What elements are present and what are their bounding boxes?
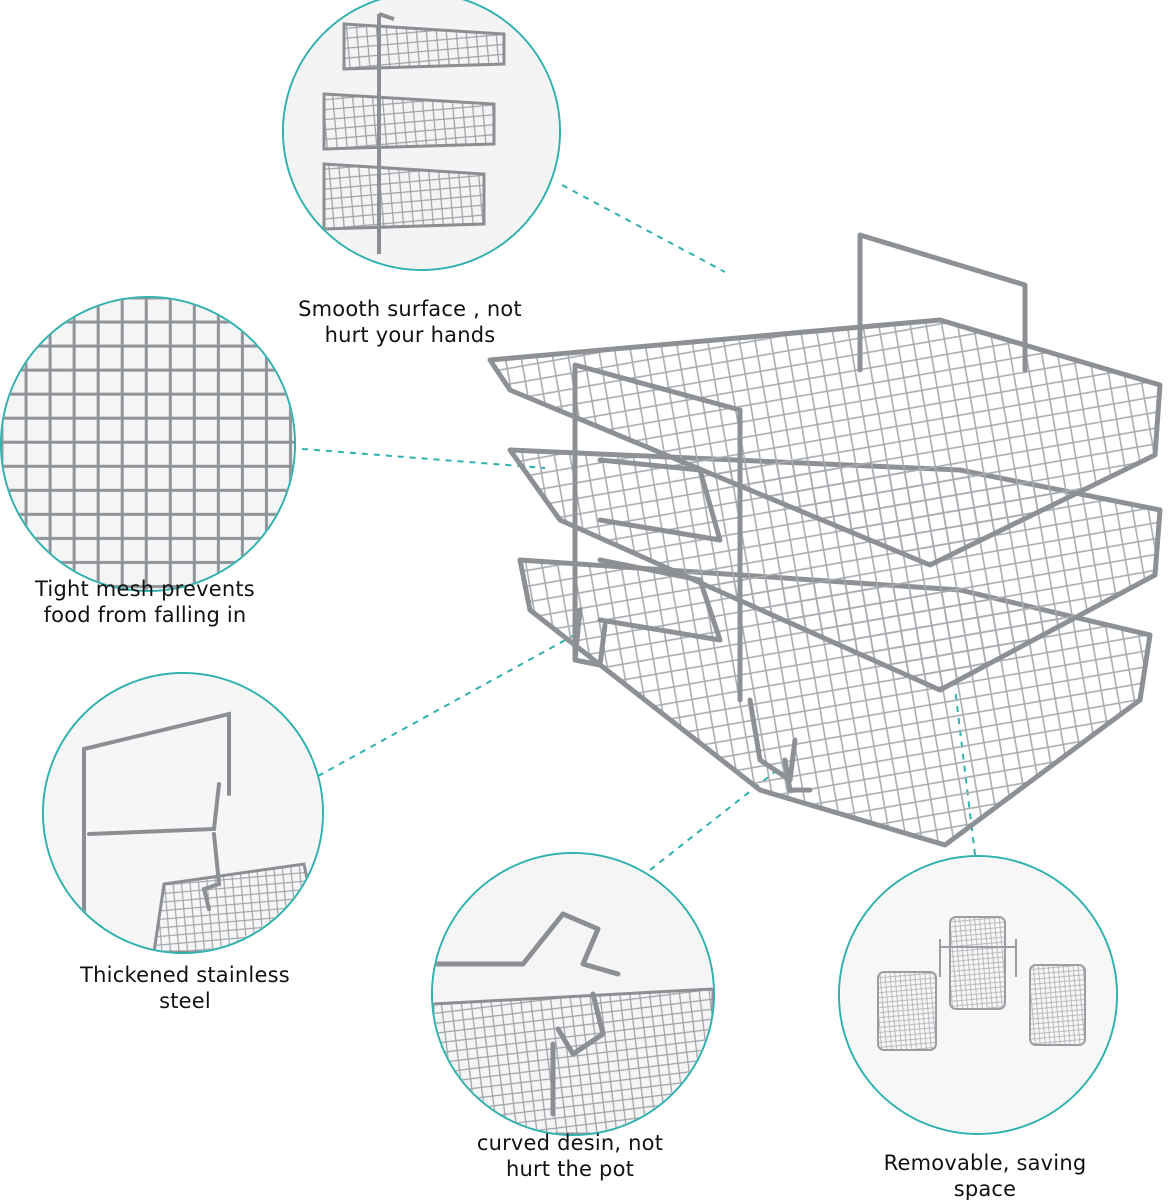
steel-frame-closeup [44,674,322,952]
rack-uprights [572,232,1028,793]
caption-tight-mesh-line1: Tight mesh prevents [35,577,255,601]
mesh-closeup [2,298,294,590]
detail-circle-tight-mesh [0,296,296,592]
disassembled-trays [840,857,1116,1133]
caption-removable-line1: Removable, saving [883,1151,1087,1175]
caption-removable: Removable, saving space [855,1150,1115,1200]
curved-hook-closeup [433,854,713,1134]
caption-smooth-surface-line2: hurt your hands [324,323,496,347]
caption-smooth-surface-line1: Smooth surface , not [298,297,522,321]
connector-thickened-steel [317,631,581,777]
caption-tight-mesh-line2: food from falling in [43,603,247,627]
detail-circle-smooth-surface [282,0,561,271]
caption-curved-design-line1: curved desin, not [476,1131,664,1155]
stacked-racks-closeup [284,0,559,269]
top-tray [487,317,1163,568]
caption-curved-design: curved desin, not hurt the pot [440,1130,700,1182]
caption-smooth-surface: Smooth surface , not hurt your hands [270,296,550,348]
caption-tight-mesh: Tight mesh prevents food from falling in [10,576,280,628]
caption-thickened-steel-line1: Thickened stainless [80,963,290,987]
caption-curved-design-line2: hurt the pot [505,1157,635,1181]
detail-circle-removable [838,855,1118,1135]
caption-thickened-steel: Thickened stainless steel [50,962,320,1014]
detail-circle-curved-design [431,852,715,1136]
detail-circle-thickened-steel [42,672,324,954]
caption-thickened-steel-line2: steel [159,989,211,1013]
caption-removable-line2: space [953,1177,1017,1200]
